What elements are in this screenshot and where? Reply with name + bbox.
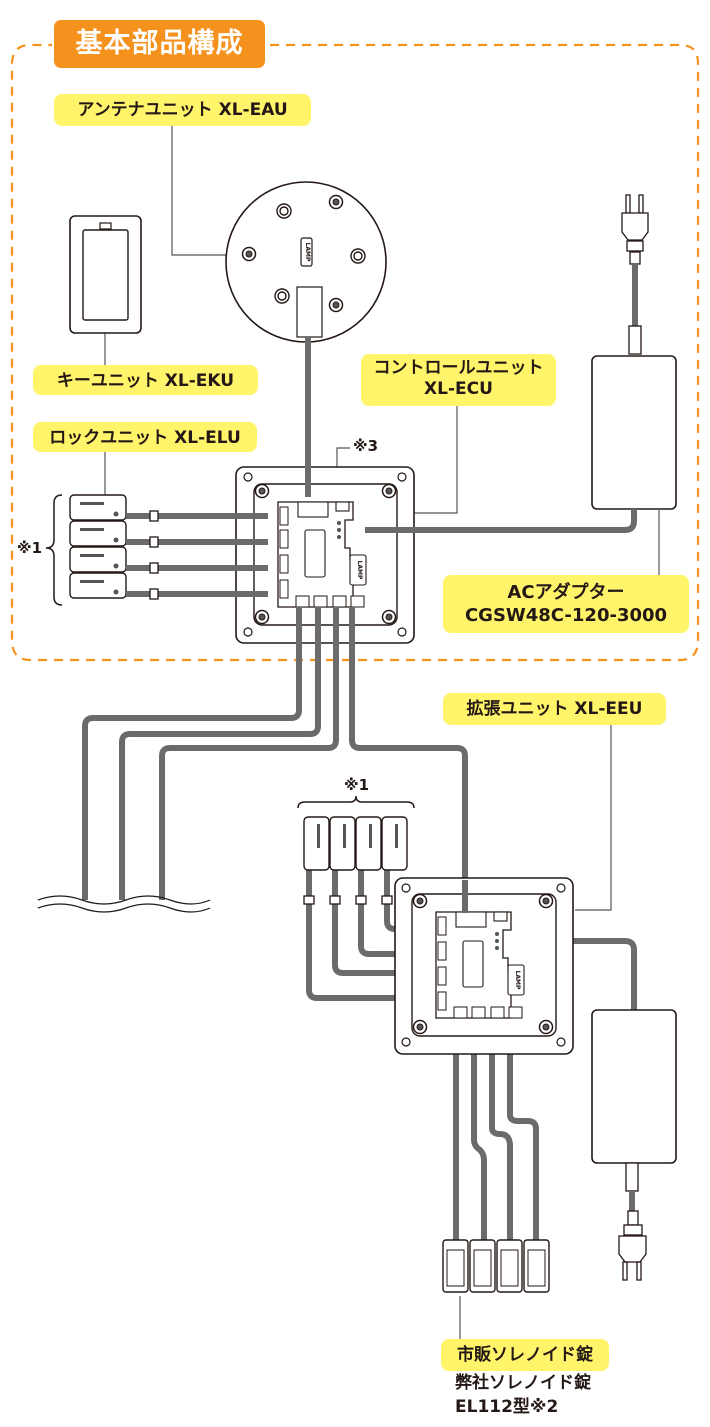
cables <box>82 337 637 1240</box>
label-solenoid-own-line1: 弊社ソレノイド錠 <box>455 1373 591 1393</box>
cable-adapter-bottom <box>510 938 637 1010</box>
leader-antenna <box>171 120 226 256</box>
cable-lock-b-3 <box>358 870 432 957</box>
label-control-unit-line2: XL-ECU <box>424 379 493 399</box>
cable-out-3 <box>159 607 339 900</box>
note-3: ※3 <box>353 437 379 455</box>
cable-lock-b-1 <box>306 870 432 1001</box>
lock-unit <box>69 494 127 521</box>
lock-unit <box>69 572 127 599</box>
label-ac-adapter-line2: CGSW48C-120-3000 <box>464 605 668 626</box>
cable-out-1 <box>82 607 302 900</box>
cable-adapter-top <box>365 509 637 533</box>
solenoid-lock <box>442 1239 469 1293</box>
lock-unit <box>329 816 356 871</box>
ac-adapter-top <box>591 355 677 510</box>
label-lock-unit: ロックユニット XL-ELU <box>33 422 257 452</box>
ac-plug-top <box>621 194 649 355</box>
expansion-unit <box>394 877 574 1055</box>
label-ac-adapter-line1: ACアダプター <box>507 582 625 603</box>
key-unit <box>69 215 142 334</box>
lock-unit <box>381 816 408 871</box>
label-control-unit-line1: コントロールユニット <box>373 358 544 378</box>
basic-parts-frame <box>10 43 700 662</box>
note-1-left: ※1 <box>17 539 43 557</box>
cable-expansion <box>349 607 468 905</box>
antenna-brand-mark: LAMP <box>304 243 311 262</box>
solenoid-locks <box>442 1239 550 1293</box>
control-brand-mark: LAMP <box>356 561 363 580</box>
leader-expansion <box>575 725 612 911</box>
lock-unit <box>69 546 127 573</box>
lock-units-left <box>45 494 127 606</box>
lock-units-bottom <box>297 795 415 871</box>
lock-unit <box>303 816 330 871</box>
label-key-unit: キーユニット XL-EKU <box>33 365 258 395</box>
label-solenoid-market: 市販ソレノイド錠 <box>441 1339 609 1371</box>
lock-unit <box>69 520 127 547</box>
cable-sol-2 <box>471 1020 487 1240</box>
cable-clips <box>149 510 393 905</box>
label-expansion-unit: 拡張ユニット XL-EEU <box>443 693 666 725</box>
cable-lock-b-2 <box>332 870 432 976</box>
solenoid-lock <box>469 1239 496 1293</box>
cable-sol-3 <box>489 1020 513 1240</box>
leader-control <box>414 405 458 514</box>
label-ac-adapter: ACアダプター CGSW48C-120-3000 <box>443 575 689 633</box>
note-1-bottom: ※1 <box>344 776 370 794</box>
solenoid-lock <box>523 1239 550 1293</box>
label-antenna-unit: アンテナユニット XL-EAU <box>54 94 311 126</box>
lock-unit <box>355 816 382 871</box>
ac-plug-bottom <box>618 1162 647 1281</box>
cable-sol-4 <box>507 1020 539 1240</box>
antenna-unit <box>225 181 387 343</box>
label-solenoid-own-line2: EL112型※2 <box>455 1397 559 1417</box>
expansion-brand-mark: LAMP <box>514 971 521 990</box>
control-unit <box>235 466 415 644</box>
solenoid-lock <box>496 1239 523 1293</box>
cable-cut-wave <box>37 895 211 913</box>
section-title: 基本部品構成 <box>54 20 265 68</box>
cable-out-2 <box>119 607 321 900</box>
ac-adapter-bottom <box>591 1009 677 1164</box>
label-control-unit: コントロールユニット XL-ECU <box>361 354 556 406</box>
